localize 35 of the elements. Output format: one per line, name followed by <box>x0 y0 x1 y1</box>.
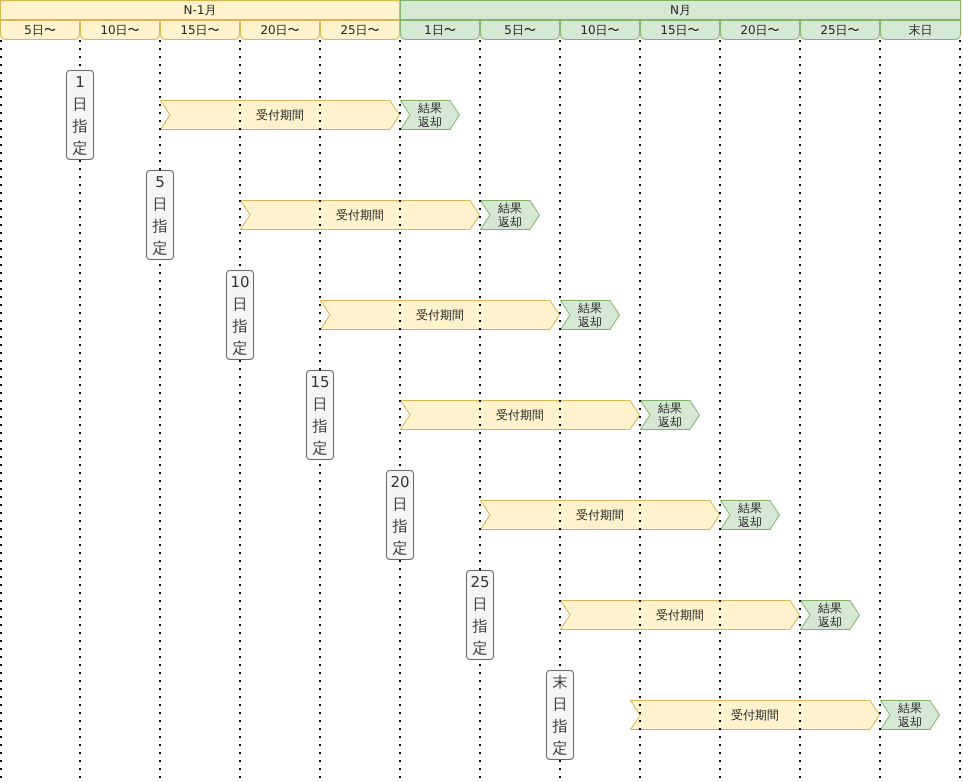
date-header-cell: 20日〜 <box>720 20 800 40</box>
month-header: N-1月 <box>0 0 400 20</box>
month-header: N月 <box>400 0 961 20</box>
date-header-cell: 25日〜 <box>320 20 400 40</box>
date-header-cell: 25日〜 <box>800 20 880 40</box>
date-header-cell: 末日 <box>880 20 961 40</box>
designated-day-tag: 15日指定 <box>306 370 334 460</box>
phase-bar: 結果返却 <box>560 300 620 330</box>
date-header-cell: 20日〜 <box>240 20 320 40</box>
phase-bar: 結果返却 <box>880 700 940 730</box>
designated-day-tag: 10日指定 <box>226 270 254 360</box>
date-header-cell: 5日〜 <box>0 20 80 40</box>
phase-bar: 結果返却 <box>400 100 460 130</box>
date-header-cell: 10日〜 <box>560 20 640 40</box>
phase-bar: 受付期間 <box>480 500 720 530</box>
designated-day-tag: 5日指定 <box>146 170 174 260</box>
phase-bar: 受付期間 <box>400 400 640 430</box>
phase-bar: 結果返却 <box>480 200 540 230</box>
phase-bar: 受付期間 <box>630 700 880 730</box>
designated-day-tag: 25日指定 <box>466 570 494 660</box>
phase-bar: 結果返却 <box>720 500 780 530</box>
phase-bar: 受付期間 <box>160 100 400 130</box>
date-header-cell: 15日〜 <box>160 20 240 40</box>
phase-bar: 受付期間 <box>320 300 560 330</box>
designated-day-tag: 20日指定 <box>386 470 414 560</box>
phase-bar: 受付期間 <box>560 600 800 630</box>
date-header-cell: 5日〜 <box>480 20 560 40</box>
phase-bar: 結果返却 <box>640 400 700 430</box>
date-header-cell: 15日〜 <box>640 20 720 40</box>
date-header-cell: 1日〜 <box>400 20 480 40</box>
phase-bar: 受付期間 <box>240 200 480 230</box>
designated-day-tag: 1日指定 <box>66 70 94 160</box>
phase-bar: 結果返却 <box>800 600 860 630</box>
date-header-cell: 10日〜 <box>80 20 160 40</box>
designated-day-tag: 末日指定 <box>546 670 574 760</box>
